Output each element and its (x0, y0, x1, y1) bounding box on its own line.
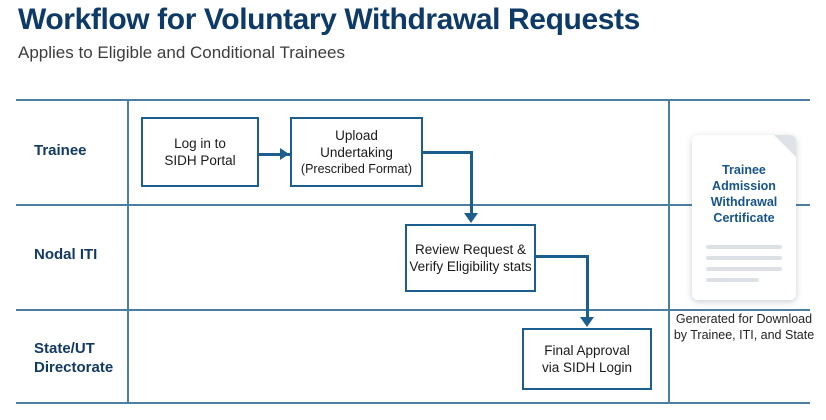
process-box-review-line2: Verify Eligibility stats (409, 259, 532, 274)
certificate-title: Trainee Admission Withdrawal Certificate (692, 162, 796, 226)
process-box-log-in-line2: SIDH Portal (164, 153, 236, 168)
connector-review-to-approval-horizontal (536, 255, 589, 258)
page-title: Workflow for Voluntary Withdrawal Reques… (18, 3, 640, 36)
certificate-caption: Generated for Download by Trainee, ITI, … (673, 312, 815, 342)
process-box-review-request[interactable]: Review Request & Verify Eligibility stat… (405, 224, 536, 292)
certificate-placeholder-line (706, 278, 759, 282)
page-fold-icon (774, 135, 796, 157)
process-box-upload-undertaking[interactable]: Upload Undertaking (Prescribed Format) (290, 117, 423, 187)
process-box-log-in-line1: Log in to (174, 136, 226, 151)
arrowhead-to-review-request (464, 213, 478, 223)
grid-line-bottom (16, 402, 810, 404)
certificate-title-line4: Certificate (713, 211, 775, 225)
lane-label-trainee: Trainee (34, 142, 87, 159)
arrowhead-to-final-approval (580, 317, 594, 327)
process-box-upload-line3: (Prescribed Format) (300, 162, 413, 176)
certificate-placeholder-line (706, 267, 782, 271)
grid-line-label-column (127, 99, 129, 402)
certificate-title-line2: Admission (712, 179, 776, 193)
process-box-approval-line2: via SIDH Login (541, 360, 633, 375)
process-box-upload-line1: Upload (335, 128, 378, 143)
process-box-final-approval[interactable]: Final Approval via SIDH Login (522, 328, 652, 390)
process-box-upload-line2: Undertaking (320, 145, 393, 160)
process-box-approval-line1: Final Approval (544, 343, 630, 358)
connector-upload-to-review-vertical (470, 151, 473, 219)
page-subtitle: Applies to Eligible and Conditional Trai… (18, 43, 345, 62)
swimlane-grid: Trainee Nodal ITI State/UT Directorate L… (16, 99, 810, 404)
lane-label-state-ut: State/UT Directorate (34, 339, 138, 377)
grid-line-row2-row3 (16, 309, 810, 311)
certificate-placeholder-line (706, 256, 782, 260)
connector-review-to-approval-vertical (586, 255, 589, 323)
grid-line-top (16, 99, 810, 101)
arrowhead-to-upload-undertaking (280, 148, 289, 160)
process-box-log-in[interactable]: Log in to SIDH Portal (141, 117, 259, 187)
lane-label-nodal-iti: Nodal ITI (34, 246, 98, 263)
certificate-placeholder-line (706, 245, 782, 249)
process-box-review-line1: Review Request & (414, 242, 527, 257)
header: Workflow for Voluntary Withdrawal Reques… (18, 2, 808, 65)
lane-label-state-ut-line2: Directorate (34, 359, 114, 376)
lane-label-state-ut-line1: State/UT (34, 340, 95, 357)
certificate-title-line3: Withdrawal (710, 195, 778, 209)
connector-upload-to-review-horizontal (423, 151, 473, 154)
grid-line-row1-row2 (16, 204, 810, 206)
certificate-card[interactable]: Trainee Admission Withdrawal Certificate (692, 135, 796, 300)
grid-line-certificate-column (668, 99, 670, 402)
connector-log-in-to-upload (259, 153, 291, 156)
certificate-title-line1: Trainee (722, 163, 766, 177)
